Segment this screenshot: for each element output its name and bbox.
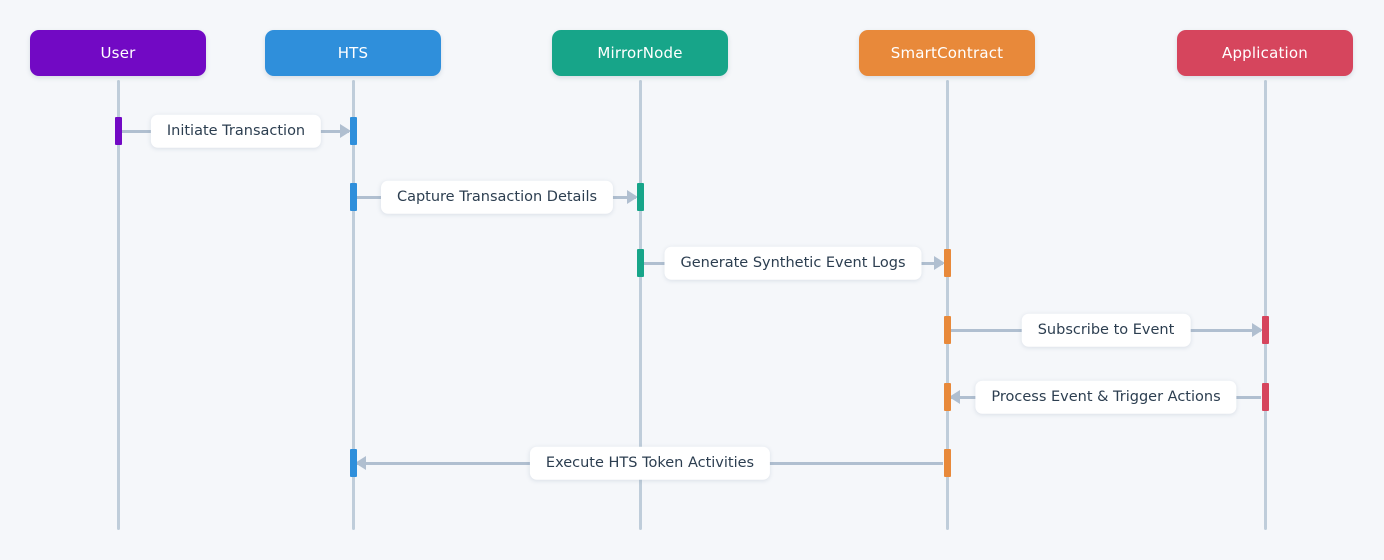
activation-bar-application-7	[1261, 316, 1269, 344]
lifeline-user	[116, 80, 120, 530]
actor-label-user: User	[100, 43, 136, 62]
actor-box-application[interactable]: Application	[1177, 30, 1353, 76]
message-arrowhead-3	[934, 256, 945, 270]
activation-bar-hts-11	[349, 449, 357, 477]
message-arrowhead-4	[1252, 323, 1263, 337]
message-label-2: Capture Transaction Details	[380, 180, 614, 214]
activation-bar-user-0	[114, 117, 122, 145]
activation-bar-smartcontract-9	[943, 383, 951, 411]
activation-bar-smartcontract-5	[943, 249, 951, 277]
activation-bar-mirrornode-4	[636, 249, 644, 277]
actor-box-user[interactable]: User	[30, 30, 206, 76]
activation-bar-smartcontract-6	[943, 316, 951, 344]
message-arrowhead-1	[340, 124, 351, 138]
lifeline-mirrornode	[638, 80, 642, 530]
message-label-3: Generate Synthetic Event Logs	[664, 246, 922, 280]
activation-bar-hts-2	[349, 183, 357, 211]
activation-bar-mirrornode-3	[636, 183, 644, 211]
actor-label-mirrornode: MirrorNode	[597, 43, 683, 62]
actor-box-hts[interactable]: HTS	[265, 30, 441, 76]
message-label-5: Process Event & Trigger Actions	[975, 380, 1237, 414]
actor-label-hts: HTS	[337, 43, 369, 62]
actor-label-application: Application	[1221, 43, 1308, 62]
lifeline-hts	[351, 80, 355, 530]
lifeline-application	[1263, 80, 1267, 530]
lifeline-smartcontract	[945, 80, 949, 530]
activation-bar-hts-1	[349, 117, 357, 145]
message-arrowhead-5	[949, 390, 960, 404]
activation-bar-smartcontract-10	[943, 449, 951, 477]
actor-box-smartcontract[interactable]: SmartContract	[859, 30, 1035, 76]
message-arrowhead-2	[627, 190, 638, 204]
actor-label-smartcontract: SmartContract	[890, 43, 1004, 62]
message-label-4: Subscribe to Event	[1021, 313, 1191, 347]
message-label-1: Initiate Transaction	[150, 114, 322, 148]
message-label-6: Execute HTS Token Activities	[529, 446, 771, 480]
actor-box-mirrornode[interactable]: MirrorNode	[552, 30, 728, 76]
message-arrowhead-6	[355, 456, 366, 470]
activation-bar-application-8	[1261, 383, 1269, 411]
